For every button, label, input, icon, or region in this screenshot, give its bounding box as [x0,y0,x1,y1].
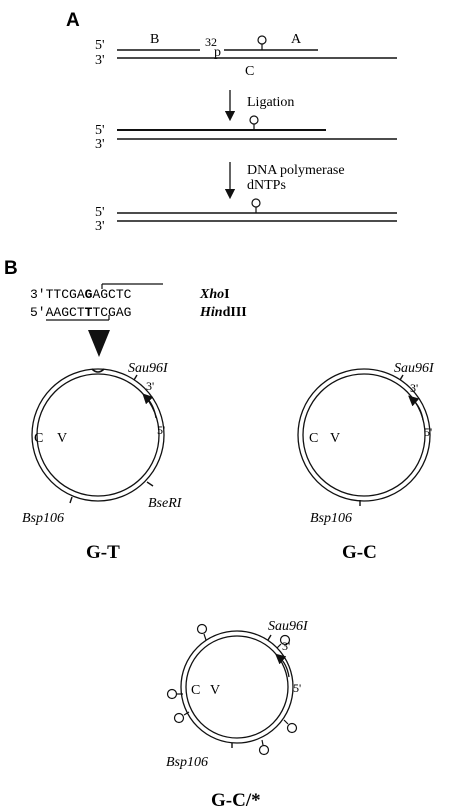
gt-strand-c-label: C [34,431,43,446]
enzyme-hindiii-label: HindIII [199,305,247,320]
panel-a-letter: A [66,10,80,31]
seq-top-mismatch: G [85,287,93,302]
seq-bottom-a: AAGCT [46,305,85,320]
insertion-triangle-icon [88,330,110,357]
bsp106-site-tick [69,496,73,504]
gt-three-prime-label: 3' [146,379,154,393]
gt-site-bsp106-label: Bsp106 [22,511,64,526]
gc-strand-v-label: V [330,431,340,446]
gc-site-top-label: Sau96I [394,361,435,376]
phosphate-label-p: p [214,45,221,60]
plasmid-gt: Sau96I 3' 5' C V BseRI Bsp106 G-T [22,361,183,563]
enzyme-xhoi-label: XhoI [199,287,230,302]
seq-top-a: TTCGA [46,287,85,302]
lesion-marker-icon [283,719,298,734]
gc-five-prime-label: 5' [424,425,432,439]
primer-arrow-icon [142,393,157,419]
gt-site-top-label: Sau96I [128,361,169,376]
plasmid-gc-star: Sau96I 3' 5' C V Bsp106 G-C/* [166,619,309,811]
dntps-label: dNTPs [247,178,286,193]
strand-a-label: A [291,32,302,47]
lesion-marker-icon [276,634,291,649]
row3-three-prime-label: 3' [95,219,105,234]
seq-bottom: 5'AAGCTTTCGAG [30,305,131,320]
gcs-site-top-label: Sau96I [268,619,309,634]
gt-strand-v-label: V [57,431,67,446]
seq-bottom-b: TCGAG [92,305,131,320]
gc-site-bsp106-label: Bsp106 [310,511,352,526]
phosphate-label-32: 32 [205,35,217,49]
gt-five-prime-label: 5' [157,423,165,437]
gc-three-prime-label: 3' [410,381,418,395]
seq-top: 3'TTCGAGAGCTC [30,287,132,302]
bseri-site-tick [146,481,154,487]
gcs-strand-v-label: V [210,683,220,698]
seq-top-prefix: 3' [30,287,46,302]
sau96i-site-tick [133,374,138,381]
strand-b-label: B [150,32,159,47]
row3-five-prime-label: 5' [95,205,105,220]
gcs-five-prime-label: 5' [293,681,301,695]
lesion-marker-icon [249,115,259,130]
lesion-marker-icon [166,688,183,700]
strand-c-label: C [245,64,254,79]
polymerase-label: DNA polymerase [247,163,345,178]
seq-bottom-mismatch: T [85,305,93,320]
panel-b-letter: B [4,258,18,279]
gcs-strand-c-label: C [191,683,200,698]
gt-site-bseri-label: BseRI [148,496,183,511]
lesion-marker-icon [173,711,190,724]
plasmid-gc: Sau96I 3' 5' C V Bsp106 G-C [297,361,435,563]
sau96i-site-tick [267,634,272,641]
row1-three-prime-label: 3' [95,53,105,68]
sau96i-site-tick [399,374,404,381]
seq-top-b: AGCTC [92,287,131,302]
primer-arrow-icon [275,653,290,678]
row2-five-prime-label: 5' [95,123,105,138]
ligation-label: Ligation [247,95,294,110]
lesion-marker-icon [251,198,261,213]
gc-strand-c-label: C [309,431,318,446]
insertion-notch-icon [91,368,105,373]
gt-title: G-T [86,542,120,563]
row2-three-prime-label: 3' [95,137,105,152]
lesion-marker-icon [257,35,267,50]
lesion-marker-icon [196,623,208,641]
gcs-three-prime-label: 3' [282,639,290,653]
gcs-title: G-C/* [211,790,261,811]
gc-title: G-C [342,542,377,563]
primer-arrow-icon [408,395,424,421]
row1-five-prime-label: 5' [95,38,105,53]
seq-bottom-prefix: 5' [30,305,46,320]
gcs-site-bsp106-label: Bsp106 [166,755,208,770]
lesion-marker-icon [258,739,270,756]
